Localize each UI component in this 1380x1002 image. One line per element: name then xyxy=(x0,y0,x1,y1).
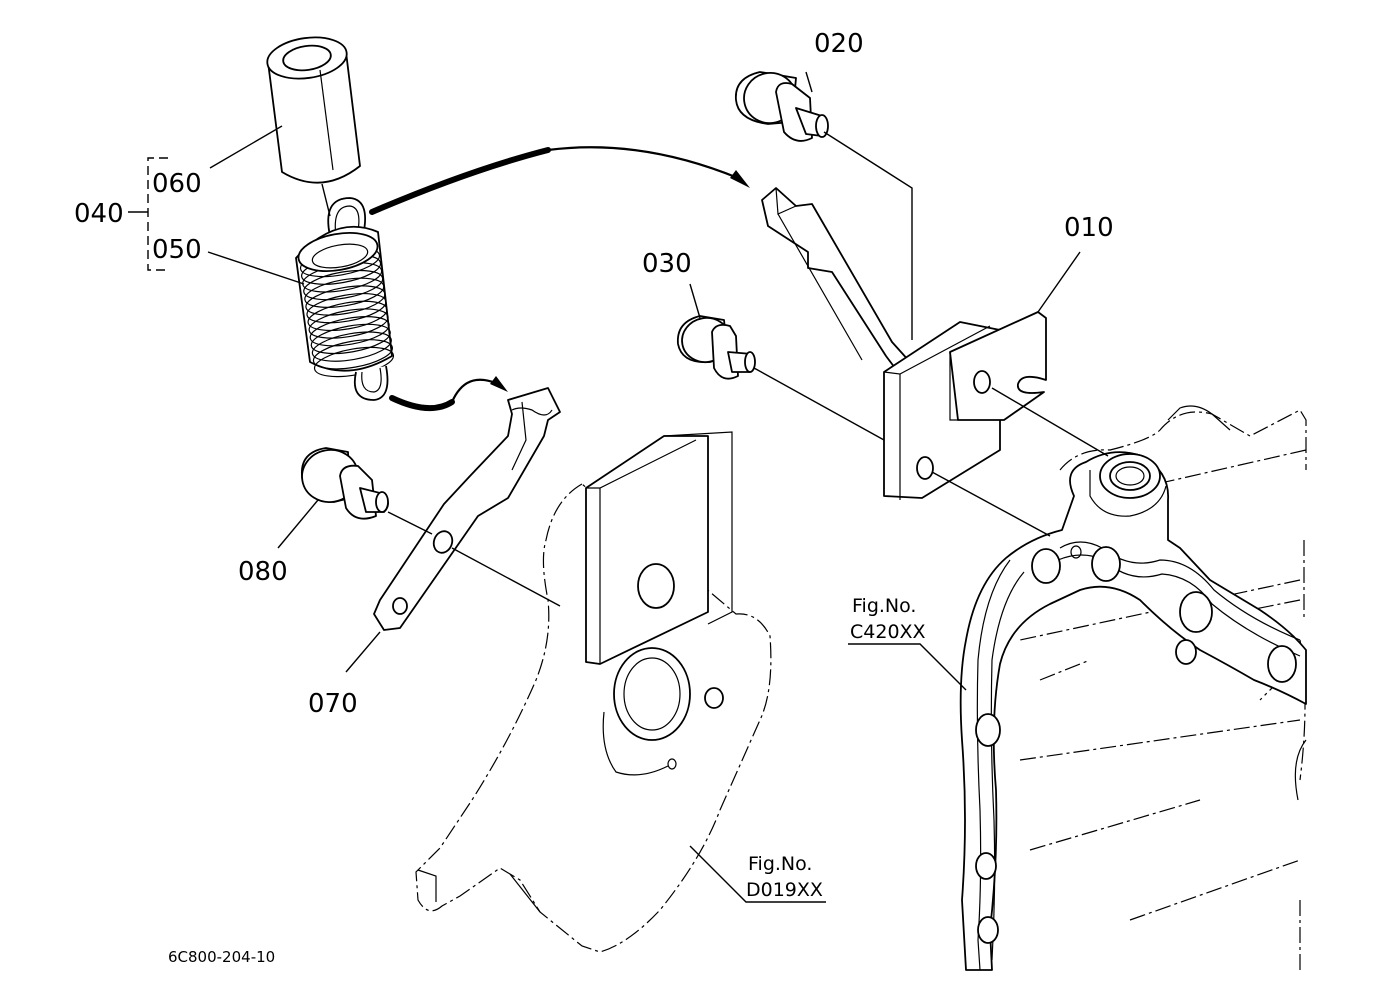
label-020: 020 xyxy=(814,29,864,59)
ref-d019-prefix: Fig.No. xyxy=(748,853,812,875)
label-080: 080 xyxy=(238,557,288,587)
gear-case-D019XX xyxy=(415,431,772,953)
spring-coil xyxy=(309,316,390,347)
spring-coil xyxy=(310,323,391,355)
ref-c420-prefix: Fig.No. xyxy=(852,595,916,617)
label-050: 050 xyxy=(152,235,202,265)
ref-d019-code: D019XX xyxy=(746,879,823,901)
spring-coil xyxy=(305,285,386,316)
ref-c420-code: C420XX xyxy=(850,621,926,643)
label-010: 010 xyxy=(1064,213,1114,243)
label-030: 030 xyxy=(642,249,692,279)
drawing-number: 6C800-204-10 xyxy=(168,948,275,966)
label-070: 070 xyxy=(308,689,358,719)
spring-coil xyxy=(306,292,387,324)
bolt-030 xyxy=(677,315,756,380)
label-040: 040 xyxy=(74,199,124,229)
spring-coil xyxy=(303,269,384,301)
spring-coil xyxy=(311,331,392,362)
collar-060 xyxy=(266,36,361,184)
bolt-020 xyxy=(735,71,829,142)
spring-coil xyxy=(312,339,393,370)
spring-coil xyxy=(308,308,389,339)
assembly-arrows xyxy=(369,146,750,412)
tension-lever-010 xyxy=(761,187,1047,500)
spring-coil xyxy=(307,300,388,332)
leader-lines xyxy=(207,71,1109,903)
bracket-040 xyxy=(128,157,168,271)
label-060: 060 xyxy=(152,169,202,199)
spring-050 xyxy=(295,197,395,401)
stay-plate-070 xyxy=(373,387,561,631)
transmission-case-C420XX xyxy=(959,405,1307,972)
spring-coil xyxy=(304,277,385,308)
bolt-080 xyxy=(301,447,389,520)
